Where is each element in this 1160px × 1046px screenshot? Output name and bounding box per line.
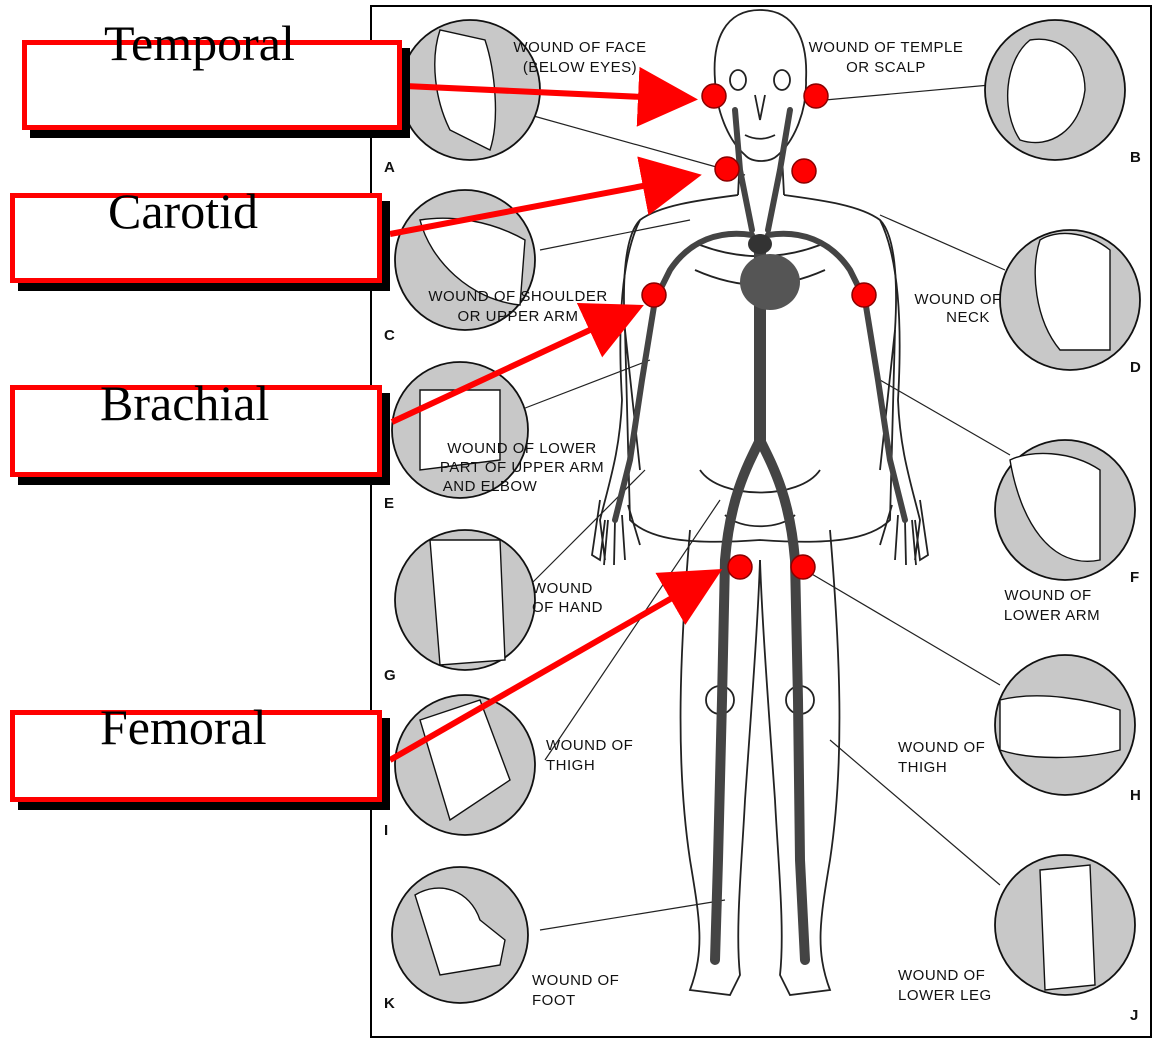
letter-d: D (1130, 359, 1141, 376)
caption-e-line2: PART OF UPPER ARM (440, 459, 604, 476)
caption-c-line2: OR UPPER ARM (457, 308, 578, 325)
letter-a: A (384, 159, 395, 176)
iliac-right (760, 440, 805, 960)
caption-j-line2: LOWER LEG (898, 987, 992, 1004)
caption-d-line1: WOUND OF (914, 291, 1001, 308)
temporal-point-right (804, 84, 828, 108)
femoral-point-left (728, 555, 752, 579)
carotid-right (768, 110, 790, 230)
carotid-point-left (715, 157, 739, 181)
letter-c: C (384, 327, 395, 344)
subclavian-left (615, 234, 752, 520)
brachial-point-left (642, 283, 666, 307)
caption-a-line1: WOUND OF FACE (513, 39, 646, 56)
letter-j: J (1130, 1007, 1138, 1024)
caption-h-line2: THIGH (898, 759, 947, 776)
caption-b-line1: WOUND OF TEMPLE (809, 39, 964, 56)
brachial-point-right (852, 283, 876, 307)
iliac-left (715, 440, 760, 960)
caption-k-line1: WOUND OF (532, 972, 619, 989)
letter-g: G (384, 667, 396, 684)
pelvis (700, 470, 820, 526)
brachial-label: Brachial (100, 378, 269, 428)
caption-b-line2: OR SCALP (846, 59, 926, 76)
temporal-point-left (702, 84, 726, 108)
caption-e-line3: AND ELBOW (443, 478, 538, 495)
caption-c-line1: WOUND OF SHOULDER (428, 288, 607, 305)
caption-i-line1: WOUND OF (546, 737, 633, 754)
caption-f-line1: WOUND OF (1004, 587, 1091, 604)
temporal-label: Temporal (104, 18, 295, 68)
letter-f: F (1130, 569, 1139, 586)
caption-e-line1: WOUND OF LOWER (447, 440, 597, 457)
letter-i: I (384, 822, 388, 839)
caption-f-line2: LOWER ARM (1004, 607, 1100, 624)
body-figure (592, 10, 928, 995)
letter-k: K (384, 995, 395, 1012)
heart (740, 234, 800, 310)
letter-e: E (384, 495, 394, 512)
caption-h-line1: WOUND OF (898, 739, 985, 756)
femoral-point-right (791, 555, 815, 579)
leader-lines (520, 85, 1010, 930)
caption-i-line2: THIGH (546, 757, 595, 774)
caption-g-line1: WOUND (532, 580, 593, 597)
femoral-label: Femoral (100, 702, 267, 752)
caption-j-line1: WOUND OF (898, 967, 985, 984)
letter-h: H (1130, 787, 1141, 804)
letter-b: B (1130, 149, 1141, 166)
caption-g-line2: OF HAND (532, 599, 603, 616)
carotid-point-right (792, 159, 816, 183)
caption-a-line2: (BELOW EYES) (523, 59, 637, 76)
caption-k-line2: FOOT (532, 992, 576, 1009)
carotid-label: Carotid (108, 186, 258, 236)
caption-d-line2: NECK (946, 309, 990, 326)
